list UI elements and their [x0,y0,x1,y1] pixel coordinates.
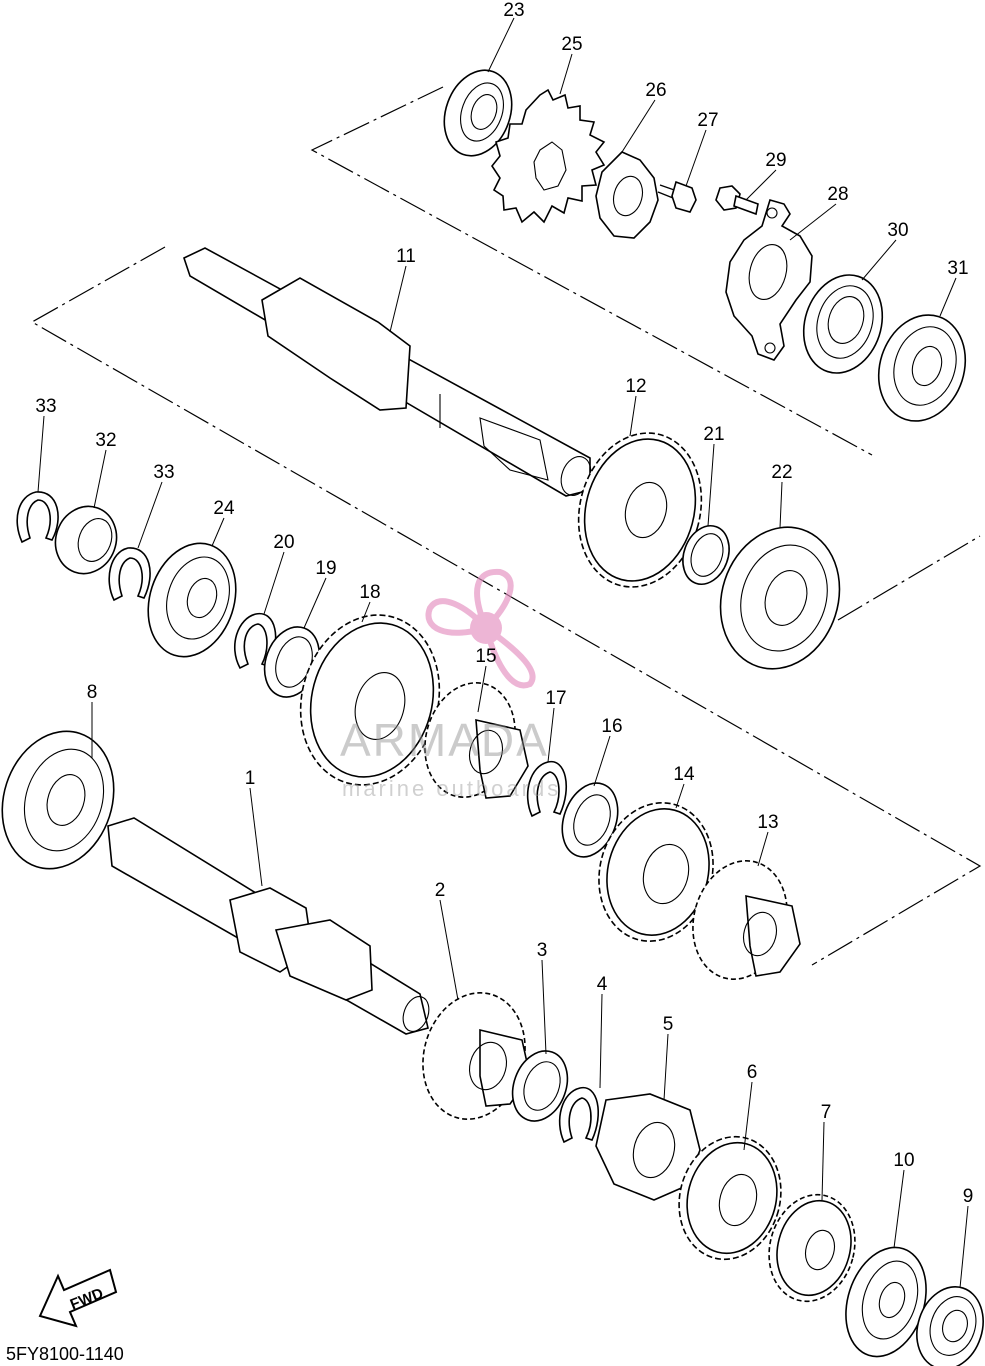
bolt-29-drawing [715,185,759,216]
part-label-4: 4 [597,974,608,995]
part-label-10: 10 [893,1150,914,1171]
drive-axle-11-drawing [183,247,592,497]
part-label-9: 9 [963,1186,974,1207]
part-label-26: 26 [645,80,666,101]
gear-12-drawing [577,432,703,588]
circlip-17-drawing [526,761,568,818]
part-label-33-top: 33 [35,396,56,417]
part-label-32: 32 [95,430,116,451]
gear-13-drawing [692,860,801,980]
part-label-21: 21 [703,424,724,445]
bearing-23-drawing [443,69,513,157]
bearing-24-drawing [147,542,237,658]
oil-seal-9-drawing [916,1286,984,1366]
bearing-31-drawing [877,314,967,422]
collar-32-drawing [54,505,118,575]
part-label-23: 23 [503,0,524,21]
part-label-7: 7 [821,1102,832,1123]
part-label-15: 15 [475,646,496,667]
part-label-27: 27 [697,110,718,131]
part-label-28: 28 [827,184,848,205]
group-outline-lines [30,86,982,966]
washer-3-drawing [511,1050,569,1122]
watermark-tagline: marine outboards [342,776,561,801]
part-label-3: 3 [537,940,548,961]
forward-arrow: FWD [38,1268,118,1328]
part-label-22: 22 [771,462,792,483]
main-axle-1-drawing [107,817,430,1035]
part-label-12: 12 [625,376,646,397]
part-label-33-bottom: 33 [153,462,174,483]
lock-washer-26-drawing [595,151,659,239]
part-label-30: 30 [887,220,908,241]
circlip-4-drawing [558,1087,600,1144]
bolt-27-drawing [657,180,697,213]
leader-lines [37,17,969,1289]
watermark: ARMADA marine outboards [340,568,561,801]
part-label-19: 19 [315,558,336,579]
part-label-1: 1 [245,768,256,789]
part-labels: 23 25 26 27 29 28 30 31 11 12 21 22 33 3… [35,0,973,1207]
washer-16-drawing [561,782,619,858]
part-label-25: 25 [561,34,582,55]
part-label-13: 13 [757,812,778,833]
propeller-logo [425,568,536,689]
gear-18-drawing [299,614,441,786]
sprocket-25-drawing [491,88,606,224]
washer-21-drawing [682,525,730,585]
circlip-33a-drawing [16,491,59,544]
diagram-code: 5FY8100-1140 [6,1344,124,1364]
part-label-6: 6 [747,1062,758,1083]
part-label-24: 24 [213,498,235,519]
part-label-14: 14 [673,764,695,785]
gear-14-drawing [598,802,714,942]
watermark-brand: ARMADA [340,714,549,766]
circlip-33b-drawing [108,547,151,602]
gear-6-drawing [678,1135,782,1261]
bearing-22-drawing [719,526,841,670]
bearing-8-drawing [1,730,115,870]
part-label-29: 29 [765,150,786,171]
part-label-5: 5 [663,1014,674,1035]
part-label-18: 18 [359,582,380,603]
oil-seal-30-drawing [802,274,884,374]
gear-7-drawing [768,1193,856,1303]
gear-15-drawing [424,682,529,799]
part-label-16: 16 [601,716,622,737]
part-label-8: 8 [87,682,98,703]
part-label-20: 20 [273,532,294,553]
part-label-11: 11 [396,246,416,267]
plate-28-drawing [725,199,813,361]
part-label-17: 17 [545,688,566,709]
part-label-2: 2 [435,880,446,901]
part-label-31: 31 [947,258,968,279]
